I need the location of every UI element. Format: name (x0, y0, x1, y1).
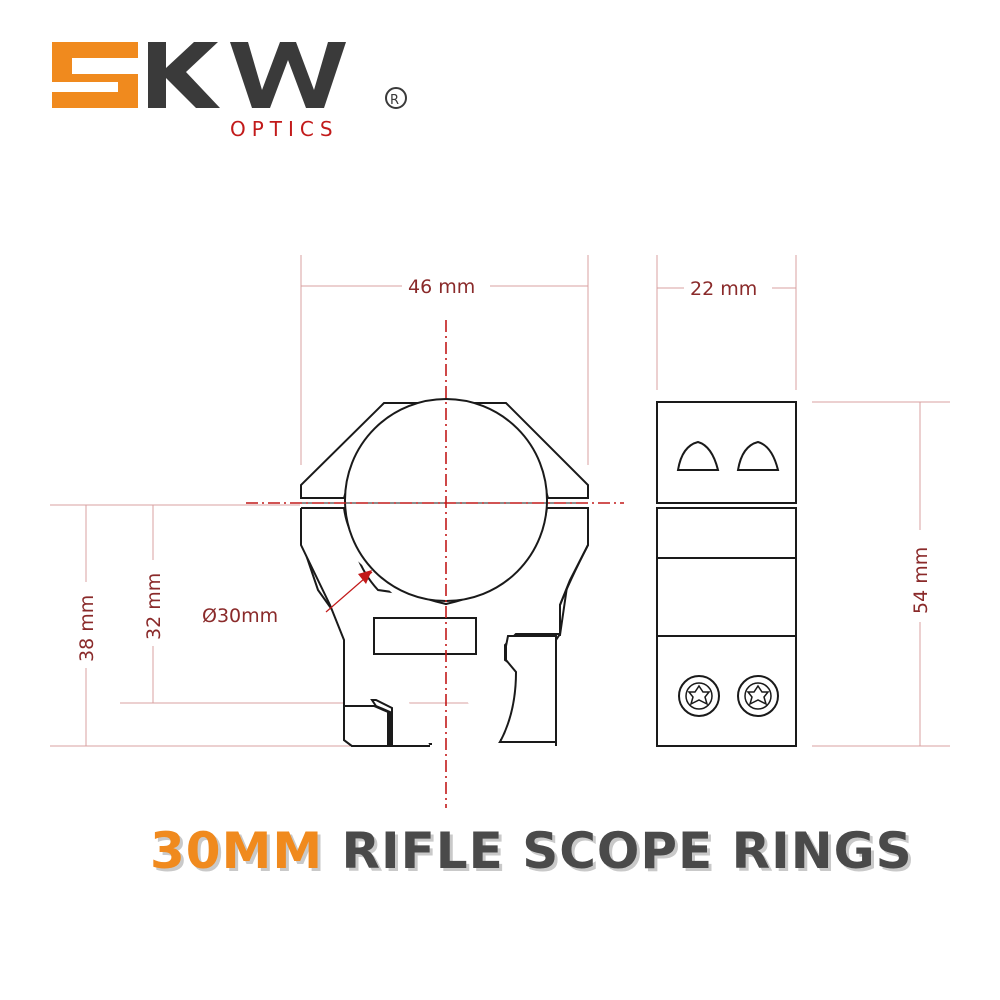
torx-screw-icon (737, 675, 779, 717)
logo-letter-k (148, 42, 220, 108)
dim-label-diameter: Ø30mm (202, 605, 278, 627)
side-base (656, 507, 797, 747)
logo-sub-text: OPTICS (230, 117, 339, 141)
torx-screw-icon (678, 675, 720, 717)
dimension-guides (50, 255, 950, 747)
dim-label-32mm: 32 mm (143, 573, 165, 640)
dim-label-38mm: 38 mm (76, 595, 98, 662)
title-highlight: 30MM (150, 822, 323, 880)
logo-letter-w (230, 42, 346, 108)
svg-text:30MM RIFLE SCOPE RINGS: 30MM RIFLE SCOPE RINGS (153, 825, 916, 883)
dim-label-22mm: 22 mm (690, 278, 757, 300)
ring-side-view (656, 401, 797, 747)
ring-front-view (300, 398, 589, 747)
diameter-callout (325, 570, 373, 613)
svg-text:R: R (390, 93, 399, 108)
dim-label-54mm: 54 mm (910, 547, 932, 614)
svg-text:30MM RIFLE SCOPE RINGS: 30MM RIFLE SCOPE RINGS (150, 822, 913, 880)
product-title: 30MM RIFLE SCOPE RINGS 30MM RIFLE SCOPE … (150, 822, 916, 883)
cap-slot-right (736, 440, 780, 471)
recoil-slot (373, 617, 477, 655)
arrow-head-icon (358, 570, 372, 584)
dim-label-46mm: 46 mm (408, 276, 475, 298)
center-axes (246, 320, 624, 808)
logo-letter-s (52, 42, 138, 108)
title-rest: RIFLE SCOPE RINGS (342, 822, 913, 880)
registered-icon: R (385, 87, 407, 109)
side-cap (656, 401, 797, 504)
cap-slot-left (676, 440, 720, 471)
brand-logo: OPTICS R (52, 42, 407, 141)
